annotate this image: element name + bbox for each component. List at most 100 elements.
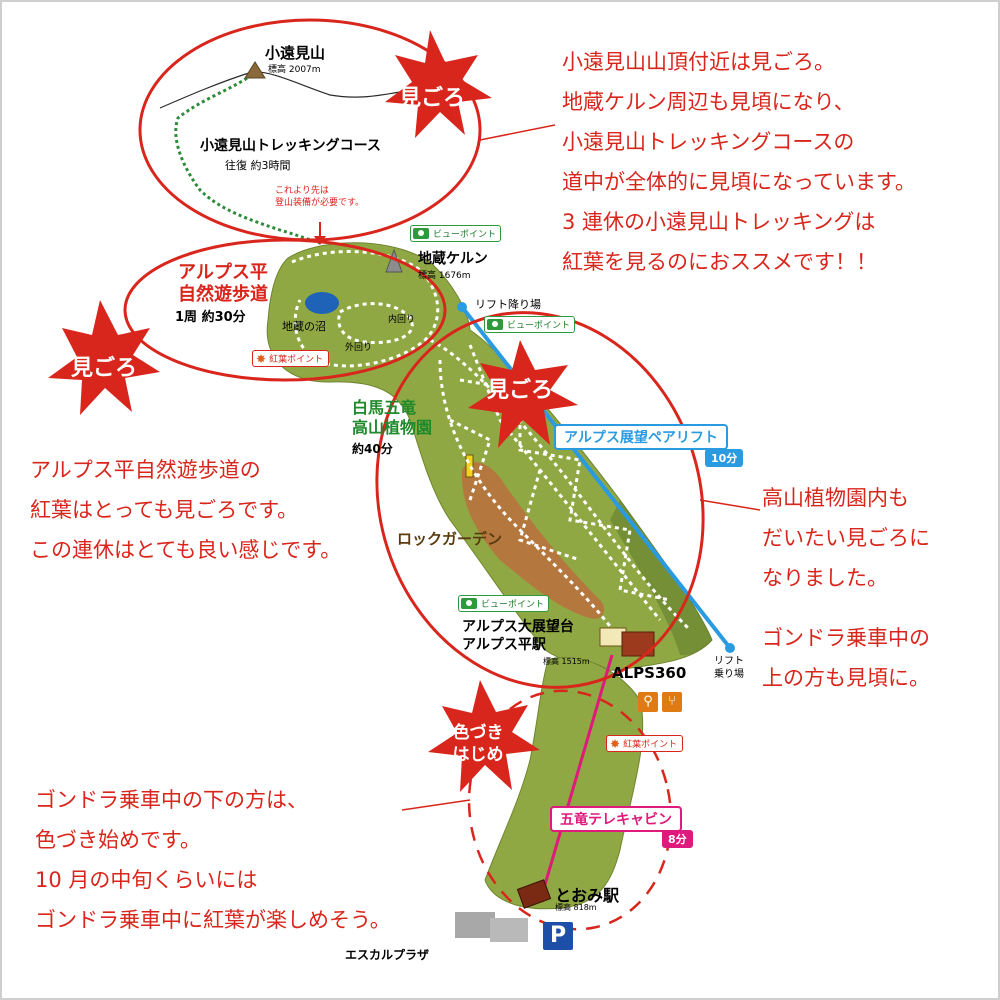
parking-icon: P xyxy=(543,922,573,950)
escal-plaza-label: エスカルプラザ xyxy=(345,948,430,962)
nature-walk-name: アルプス平 自然遊歩道 xyxy=(178,262,268,306)
pair-lift-line xyxy=(460,305,732,650)
alps-daira-station-label: アルプス平駅 xyxy=(462,637,546,653)
caution-line2: 登山装備が必要です。 xyxy=(275,198,365,208)
annotation-gondola-line: ゴンドラ乗車中に紅葉が楽しめそう。 xyxy=(35,908,391,932)
jizo-pond-label: 地蔵の沼 xyxy=(282,320,326,333)
outer-loop-label: 外回り xyxy=(345,343,373,353)
alps360-label: ALPS360 xyxy=(612,664,687,682)
pair-lift-label: アルプス展望ペアリフト xyxy=(554,424,728,450)
tomi-station-name: とおみ駅 xyxy=(555,886,620,905)
star-label-gondola-line1: 色づき xyxy=(452,723,504,743)
camera-icon xyxy=(487,319,503,330)
annotation-alpine-garden-line: だいたい見ごろに xyxy=(762,526,930,550)
star-alpine-garden xyxy=(468,340,578,448)
terrain-shadow xyxy=(610,500,712,656)
gondola-line xyxy=(540,654,614,896)
annotation-gondola-line: 10 月の中旬くらいには xyxy=(35,868,258,892)
annotation-alpine-garden-line: なりました。 xyxy=(762,566,888,590)
alps-daira-elevation: 標高 1515m xyxy=(543,657,590,666)
annotation-alpine-garden-line: ゴンドラ乗車中の xyxy=(762,626,930,650)
alpine-garden-time: 約40分 xyxy=(352,442,393,456)
autumn-point-text: 紅葉ポイント xyxy=(269,355,324,365)
leader-alpine-garden xyxy=(699,499,761,511)
annotation-spacer xyxy=(762,598,930,618)
tomi-station-elevation: 標高 818m xyxy=(555,903,597,912)
inner-loop-label: 内回り xyxy=(388,315,416,325)
annotation-alpine-garden-line: 上の方も見頃に。 xyxy=(762,666,930,690)
summit-icon xyxy=(244,61,266,79)
nature-walk-line1: アルプス平 xyxy=(178,262,268,283)
lift-bottom-station xyxy=(725,643,735,653)
autumn-point-text: 紅葉ポイント xyxy=(623,740,678,750)
gondola-time: 8分 xyxy=(662,830,693,848)
callout-ellipse-alpine-garden xyxy=(375,311,705,689)
tomi-station-building xyxy=(516,879,552,909)
star-trekking xyxy=(385,30,492,138)
summit-elevation: 標高 2007m xyxy=(268,65,321,75)
rock-garden-area xyxy=(461,462,605,619)
viewpoint-badge-jizo: ビューポイント xyxy=(410,225,502,242)
annotation-trekking-line: 3 連休の小遠見山トレッキングは xyxy=(562,210,876,234)
maple-leaf-icon: ✸ xyxy=(610,736,621,751)
caution-line1: これより先は xyxy=(275,186,329,196)
star-label-gondola: 色づき はじめ xyxy=(438,722,518,766)
viewpoint-text: ビューポイント xyxy=(481,600,545,610)
trekking-course-time: 往復 約3時間 xyxy=(225,159,291,172)
viewpoint-text: ビューポイント xyxy=(507,321,571,331)
trekking-ridge-line xyxy=(159,71,401,109)
viewpoint-text: ビューポイント xyxy=(433,230,497,240)
annotation-nature-walk: アルプス平自然遊歩道の 紅葉はとっても見ごろです。 この連休はとても良い感じです… xyxy=(30,450,341,570)
gondola-label: 五竜テレキャビン xyxy=(550,806,682,832)
star-label-nature-walk: 見ごろ xyxy=(70,356,137,381)
trekking-course-name: 小遠見山トレッキングコース xyxy=(200,138,381,154)
lift-top-label: リフト降り場 xyxy=(475,298,541,311)
rock-garden-marker xyxy=(465,454,474,478)
summit-name: 小遠見山 xyxy=(265,44,326,62)
escal-plaza-building-a xyxy=(455,912,495,938)
annotation-alpine-garden: 高山植物園内も だいたい見ごろに なりました。 ゴンドラ乗車中の 上の方も見頃に… xyxy=(762,478,930,698)
viewpoint-badge-observatory: ビューポイント xyxy=(458,595,550,612)
lift-bottom-label: リフト 乗り場 xyxy=(714,655,744,681)
annotation-trekking: 小遠見山山頂付近は見ごろ。 地蔵ケルン周辺も見頃になり、 小遠見山トレッキングコ… xyxy=(562,42,916,282)
annotation-nature-walk-line: 紅葉はとっても見ごろです。 xyxy=(30,498,299,522)
rock-garden-label: ロックガーデン xyxy=(397,530,503,548)
lift-top-station xyxy=(457,302,467,312)
trekking-caution: これより先は 登山装備が必要です。 xyxy=(275,185,364,209)
miagoro-stars xyxy=(48,30,578,792)
camera-icon xyxy=(461,598,477,609)
trekking-course-path xyxy=(174,73,321,245)
nature-walk-time: 1周 約30分 xyxy=(175,310,246,325)
viewpoint-badge-lift-top: ビューポイント xyxy=(484,316,576,333)
star-nature-walk xyxy=(48,300,160,415)
autumn-point-nature-walk: ✸紅葉ポイント xyxy=(252,350,330,367)
autumn-point-gondola: ✸紅葉ポイント xyxy=(606,735,684,752)
annotation-trekking-line: 地蔵ケルン周辺も見頃になり、 xyxy=(562,90,855,114)
annotation-trekking-line: 小遠見山山頂付近は見ごろ。 xyxy=(562,50,835,74)
alpine-garden-line1: 白馬五竜 xyxy=(352,398,417,417)
callout-ellipse-nature-walk xyxy=(123,238,447,382)
jizo-cairn-elevation: 標高 1676m xyxy=(418,271,471,281)
annotation-gondola-line: ゴンドラ乗車中の下の方は、 xyxy=(35,788,308,812)
annotation-gondola: ゴンドラ乗車中の下の方は、 色づき始めです。 10 月の中旬くらいには ゴンドラ… xyxy=(35,780,391,940)
restroom-icon: ⚲ xyxy=(638,692,658,712)
restaurant-icon: ⑂ xyxy=(662,692,682,712)
pair-lift-time: 10分 xyxy=(705,449,744,467)
star-label-alpine-garden: 見ごろ xyxy=(486,378,553,403)
annotation-trekking-line: 小遠見山トレッキングコースの xyxy=(562,130,855,154)
alps-daira-station-name: アルプス大展望台 アルプス平駅 xyxy=(462,618,574,654)
annotation-nature-walk-line: この連休はとても良い感じです。 xyxy=(30,538,342,562)
jizo-pond xyxy=(305,292,339,314)
star-label-trekking: 見ごろ xyxy=(398,86,465,111)
leader-trekking xyxy=(479,124,556,141)
lift-bottom-line1: リフト xyxy=(714,656,744,667)
annotation-gondola-line: 色づき始めです。 xyxy=(35,828,201,852)
jizo-cairn-name: 地蔵ケルン xyxy=(418,251,488,267)
annotation-trekking-line: 道中が全体的に見頃になっています。 xyxy=(562,170,916,194)
leader-gondola xyxy=(401,799,471,811)
escal-plaza-building-b xyxy=(490,918,528,942)
star-gondola xyxy=(428,680,540,792)
